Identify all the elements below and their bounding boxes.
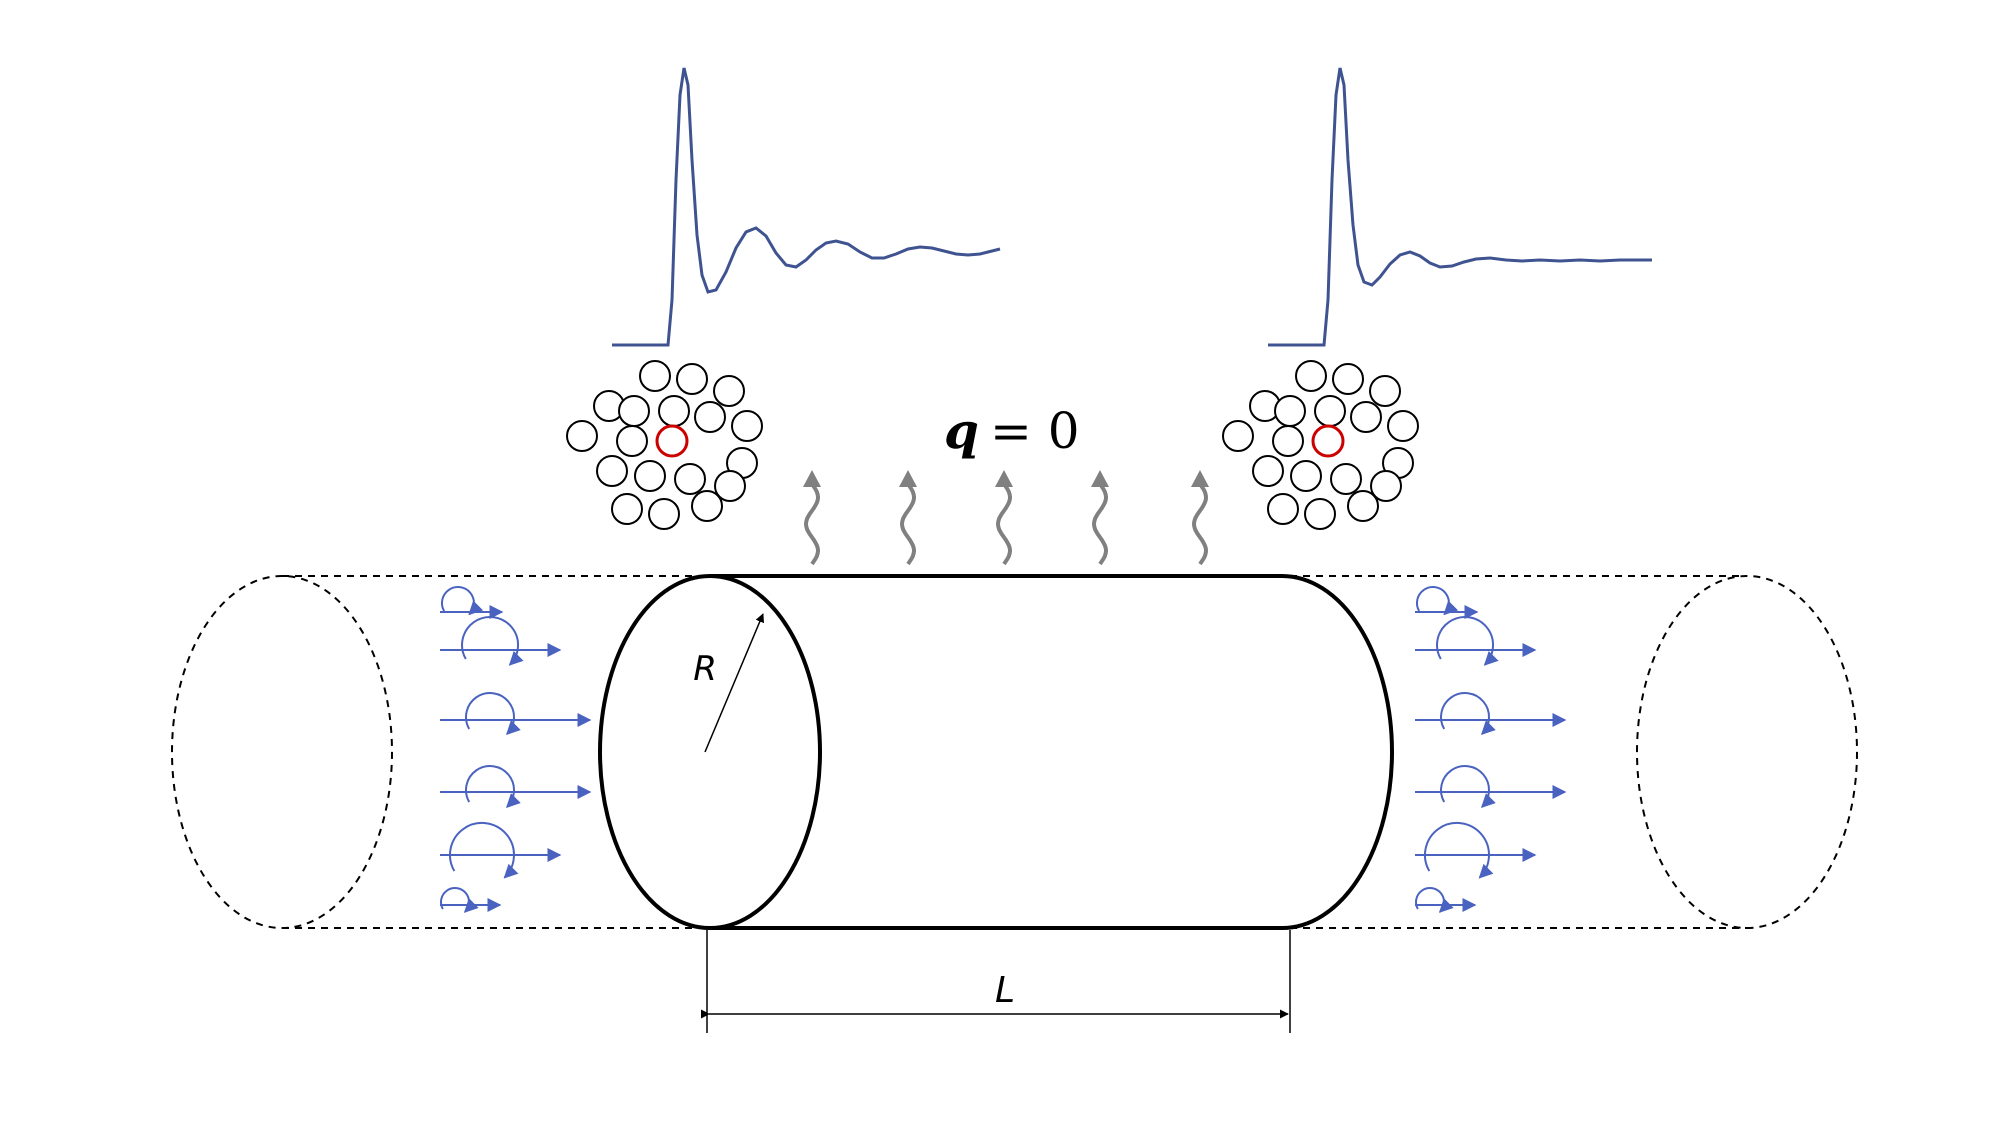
wavy-arrow-head <box>995 470 1013 487</box>
particle <box>1295 360 1327 392</box>
particle-cluster-right <box>1222 360 1419 530</box>
right-periodic-image <box>1290 575 1858 929</box>
heat-flux-symbol: q <box>944 401 979 460</box>
wavy-arrow-head <box>803 470 821 487</box>
particle <box>648 498 680 530</box>
circular-arrow-icon <box>1440 692 1496 735</box>
heat-flux-arrows <box>803 470 1209 566</box>
particle-cluster-left <box>566 360 763 530</box>
response-curve-right <box>1268 67 1652 347</box>
particle <box>611 493 643 525</box>
particle <box>639 360 671 392</box>
radius-label: R <box>693 649 717 689</box>
particle <box>1350 401 1382 433</box>
particle <box>658 395 690 427</box>
particle <box>713 375 745 407</box>
wavy-arrow-icon <box>1091 484 1109 566</box>
length-dimension <box>700 930 1291 1033</box>
particle <box>714 470 746 502</box>
circular-arrow-icon <box>461 616 524 666</box>
length-label: L <box>995 970 1015 1011</box>
particle <box>1347 490 1379 522</box>
circular-arrow-icon <box>1424 822 1494 879</box>
heat-flux-label: q = 0 <box>944 401 1080 460</box>
wavy-arrow-icon <box>899 484 917 566</box>
particle <box>596 455 628 487</box>
wavy-arrow-head <box>1191 470 1209 487</box>
wavy-arrow-icon <box>803 484 821 566</box>
particle <box>1314 395 1346 427</box>
wavy-arrow-icon <box>995 484 1013 566</box>
particle <box>674 463 706 495</box>
heat-flux-equation: = 0 <box>990 402 1080 460</box>
particle <box>618 395 650 427</box>
circular-arrow-icon <box>441 586 484 616</box>
particle <box>1267 493 1299 525</box>
particle <box>1222 420 1254 452</box>
circular-arrow-icon <box>465 692 521 735</box>
particle <box>731 410 763 442</box>
circular-arrow-icon <box>1416 586 1459 616</box>
particle <box>634 460 666 492</box>
particle <box>1330 463 1362 495</box>
flow-profile-right <box>1415 586 1567 913</box>
wavy-arrow-head <box>1091 470 1109 487</box>
central-particle <box>655 424 689 458</box>
particle <box>1332 363 1364 395</box>
particle <box>691 490 723 522</box>
left-periodic-image <box>171 575 710 929</box>
left-dashed-ellipse <box>171 575 393 929</box>
response-curve-left <box>612 67 1001 347</box>
circular-arrow-icon <box>1415 887 1454 913</box>
flow-profile-left <box>440 586 592 913</box>
radius-arrow-icon <box>704 613 765 753</box>
wavy-arrow-head <box>899 470 917 487</box>
particle <box>1387 410 1419 442</box>
particle <box>1252 455 1284 487</box>
particle <box>1272 425 1304 457</box>
cylinder-front-face <box>598 574 822 930</box>
cylinder <box>598 574 1394 930</box>
wavy-arrow-icon <box>1191 484 1209 566</box>
particle <box>616 425 648 457</box>
circular-arrow-icon <box>449 822 519 879</box>
circular-arrow-icon <box>440 887 479 913</box>
central-particle <box>1311 424 1345 458</box>
right-dashed-ellipse <box>1636 575 1858 929</box>
particle <box>566 420 598 452</box>
particle <box>1369 375 1401 407</box>
particle <box>676 363 708 395</box>
particle <box>1370 470 1402 502</box>
circular-arrow-icon <box>1436 616 1499 666</box>
particle <box>1304 498 1336 530</box>
particle <box>1290 460 1322 492</box>
particle <box>694 401 726 433</box>
cylinder-body <box>710 574 1394 930</box>
circular-arrow-icon <box>1440 765 1496 808</box>
particle <box>1274 395 1306 427</box>
circular-arrow-icon <box>465 765 521 808</box>
radius-indicator: R <box>693 613 765 753</box>
